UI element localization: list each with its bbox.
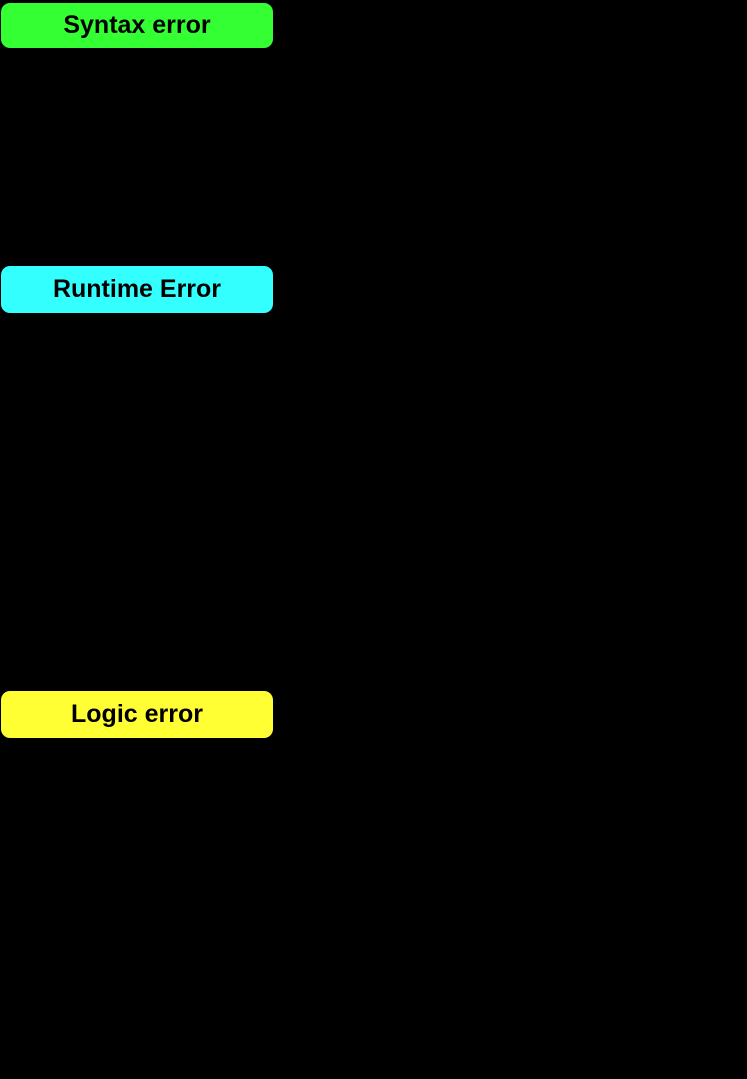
syntax-error-label: Syntax error [63,11,211,39]
runtime-error-label: Runtime Error [52,275,222,303]
runtime-error-box: Runtime Error [1,266,273,313]
syntax-error-box: Syntax error [1,3,273,48]
logic-error-label: Logic error [71,700,203,728]
logic-error-box: Logic error [1,691,273,738]
